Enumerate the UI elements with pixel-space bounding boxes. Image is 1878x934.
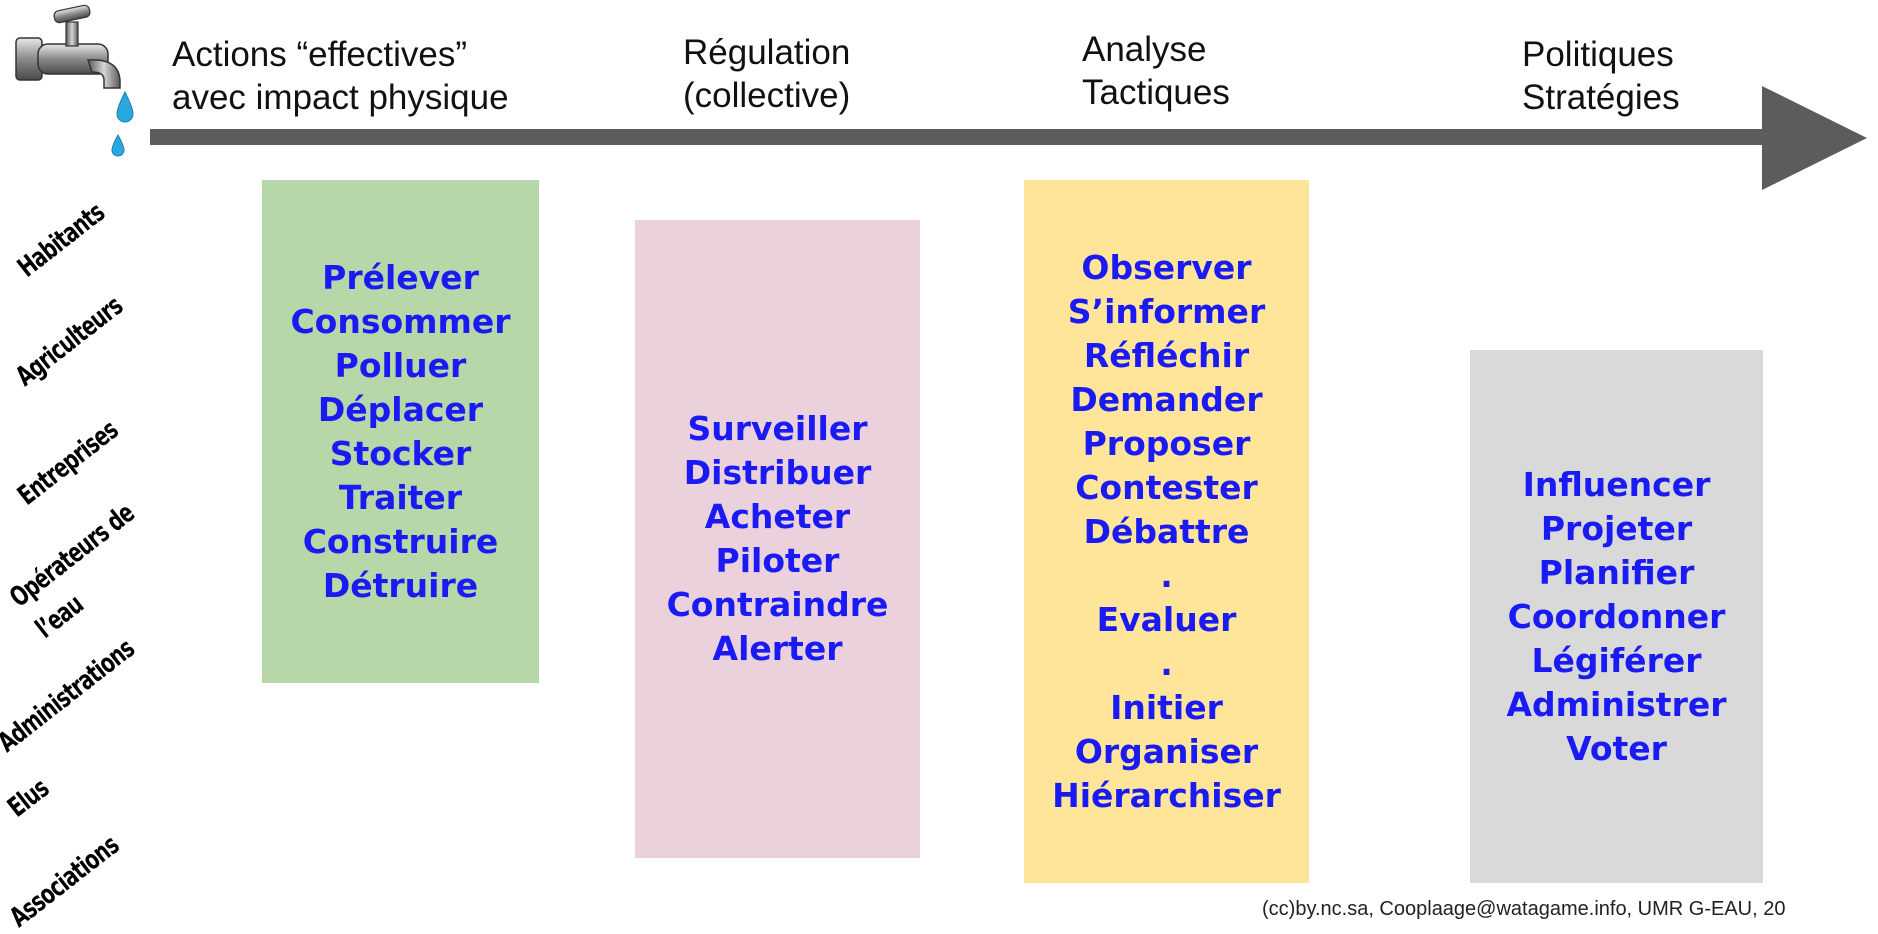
verb: Surveiller xyxy=(687,409,868,448)
box-analyse: Observer S’informer Réfléchir Demander P… xyxy=(1024,180,1309,883)
verb: Planifier xyxy=(1538,552,1695,592)
verb: Réfléchir xyxy=(1083,335,1250,375)
verb: Alerter xyxy=(712,629,843,668)
verb: Evaluer xyxy=(1096,599,1237,639)
actor-label: Agriculteurs xyxy=(10,290,129,393)
verb: Distribuer xyxy=(683,453,872,492)
verb: Piloter xyxy=(715,541,840,580)
verb: Coordonner xyxy=(1507,596,1726,636)
verb: Observer xyxy=(1081,247,1252,287)
verb: Initier xyxy=(1110,687,1223,727)
verb: Proposer xyxy=(1082,423,1251,463)
verb: Déplacer xyxy=(317,389,484,429)
verb: S’informer xyxy=(1067,291,1266,331)
water-drop xyxy=(111,133,125,157)
footer-credit: (cc)by.nc.sa, Cooplaage@watagame.info, U… xyxy=(1262,898,1786,920)
verb: Contester xyxy=(1075,467,1258,507)
verb: . xyxy=(1160,643,1173,683)
header-line: Tactiques xyxy=(1082,73,1230,112)
verb: Polluer xyxy=(334,345,467,385)
verb: Acheter xyxy=(704,497,851,536)
header-actions: Actions “effectives” avec impact physiqu… xyxy=(172,33,509,119)
header-line: (collective) xyxy=(683,76,851,115)
actor-label: Habitants xyxy=(12,197,111,284)
faucet-icon xyxy=(15,4,134,157)
header-line: Politiques xyxy=(1522,35,1674,74)
axis-arrow-head xyxy=(1762,86,1867,190)
box-effective-actions: Prélever Consommer Polluer Déplacer Stoc… xyxy=(262,180,539,683)
header-regulation: Régulation (collective) xyxy=(683,31,850,117)
verb: Voter xyxy=(1566,728,1667,768)
header-line: avec impact physique xyxy=(172,78,509,117)
verb: Hiérarchiser xyxy=(1052,775,1281,815)
verb: Stocker xyxy=(329,433,472,473)
header-politiques: Politiques Stratégies xyxy=(1522,33,1680,119)
header-line: Actions “effectives” xyxy=(172,35,468,74)
verb: . xyxy=(1160,555,1173,595)
verb: Organiser xyxy=(1074,731,1259,771)
box-politiques: Influencer Projeter Planifier Coordonner… xyxy=(1470,350,1763,883)
verb: Traiter xyxy=(338,477,463,517)
header-analyse: Analyse Tactiques xyxy=(1082,28,1230,114)
header-line: Analyse xyxy=(1082,30,1207,69)
box-regulation: Surveiller Distribuer Acheter Piloter Co… xyxy=(635,220,920,858)
water-drop xyxy=(116,90,134,123)
verb: Administrer xyxy=(1506,684,1727,724)
verb: Légiférer xyxy=(1531,640,1702,680)
actor-label: Administrations xyxy=(0,633,141,759)
verb: Débattre xyxy=(1083,511,1250,551)
verb: Détruire xyxy=(322,565,479,605)
verb: Prélever xyxy=(322,257,479,297)
verb: Projeter xyxy=(1540,508,1693,548)
verb: Demander xyxy=(1070,379,1263,419)
verb: Construire xyxy=(302,521,499,561)
verb: Contraindre xyxy=(666,585,889,624)
verb: Influencer xyxy=(1522,464,1711,504)
actor-label: Entreprises xyxy=(12,414,125,512)
verb: Consommer xyxy=(290,301,511,341)
axis-arrow-shaft xyxy=(150,129,1766,145)
header-line: Stratégies xyxy=(1522,78,1680,117)
actor-label: Elus xyxy=(2,772,55,824)
header-line: Régulation xyxy=(683,33,851,72)
